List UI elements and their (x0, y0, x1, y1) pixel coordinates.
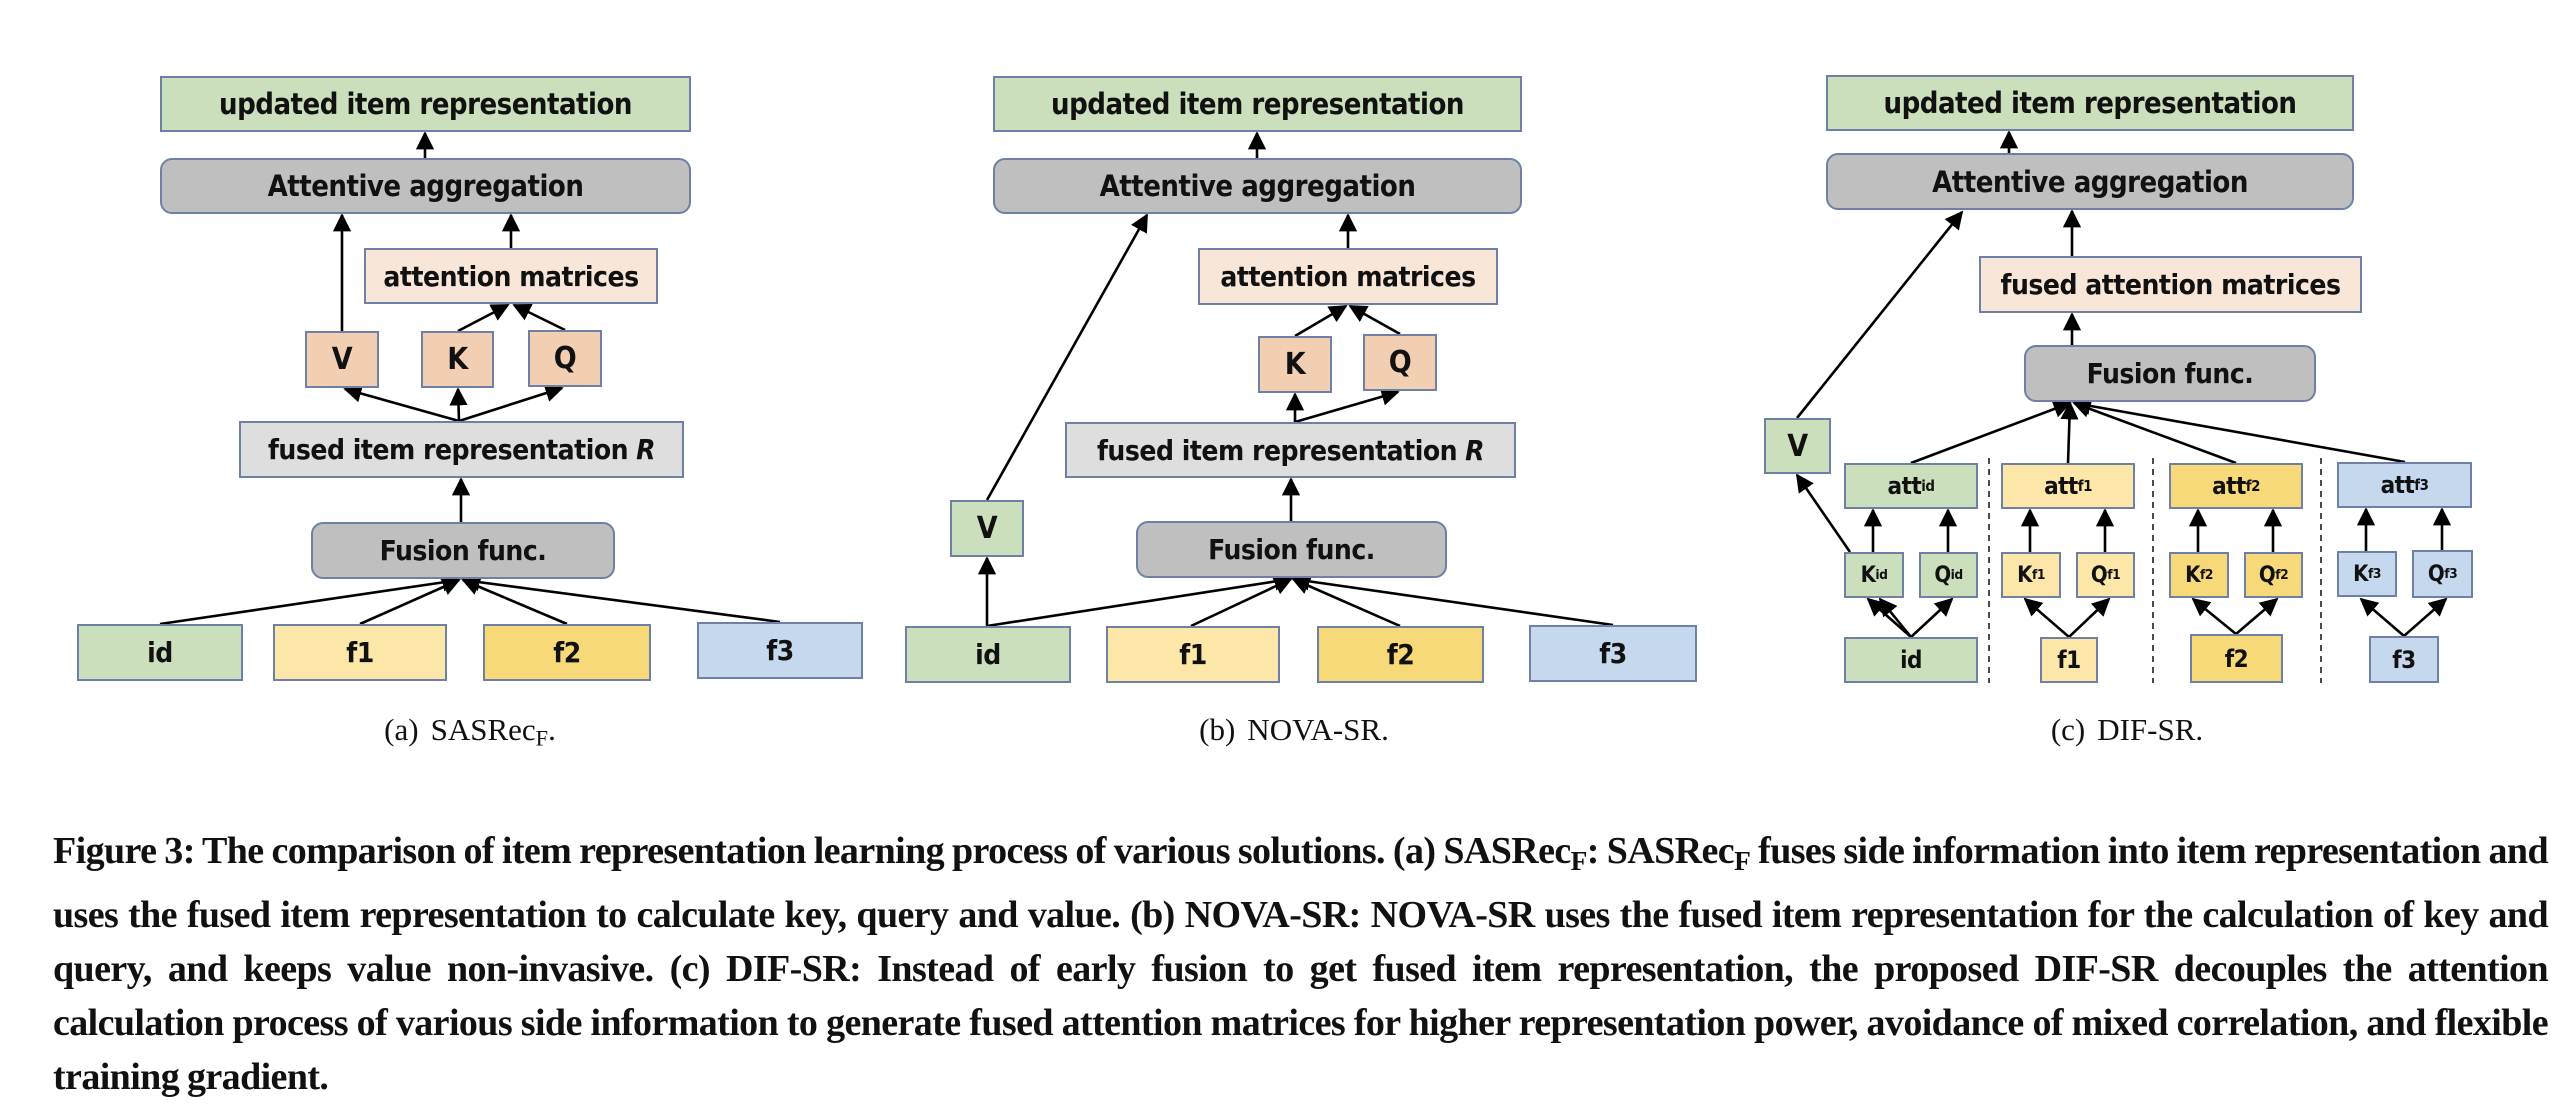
a-arrow-r-to-q (458, 384, 564, 423)
a-arrow-f1-to-fusion (359, 578, 461, 626)
b-arrow-r-to-q (1294, 387, 1400, 424)
a-input-id: id (77, 624, 243, 681)
a-input-f3: f3 (697, 622, 863, 679)
a-input-f2: f2 (483, 624, 651, 681)
b-value-box: V (950, 500, 1024, 557)
a-arrow-id-to-fusion (159, 573, 461, 626)
c-arrow-v-to-attentive (1795, 210, 1964, 419)
c-input-id: id (1844, 637, 1978, 683)
c-input-f3: f3 (2369, 636, 2439, 683)
c-updated-item-representation: updated item representation (1826, 75, 2354, 131)
b-input-f1: f1 (1106, 626, 1280, 683)
c-arrow-id-to-q (1910, 597, 1954, 638)
a-arrow-f3-to-fusion (461, 573, 781, 624)
b-arrow-k-to-attention (1294, 304, 1348, 338)
a-input-f1: f1 (273, 624, 447, 681)
c-fused-attention-matrices: fused attention matrices (1979, 256, 2362, 313)
c-fusion-func: Fusion func. (2024, 345, 2316, 402)
a-arrow-r-to-k (449, 387, 468, 422)
b-subcaption: (b)NOVA-SR. (1199, 712, 1389, 747)
c-arrow-f2-to-q (2235, 597, 2279, 635)
c-arrow-f2-to-k (2191, 597, 2237, 636)
caption-c-text: (c) DIF-SR: Instead of early fusion to g… (53, 947, 2549, 1098)
a-fusion-func: Fusion func. (311, 522, 615, 579)
c-arrow-att-id-to-fusion (1910, 400, 2072, 465)
figure-caption: Figure 3: The comparison of item represe… (53, 824, 2549, 1104)
b-fusion-func: Fusion func. (1136, 521, 1447, 578)
c-attentive-aggregation: Attentive aggregation (1826, 153, 2354, 210)
a-key-box: K (421, 331, 494, 388)
caption-a-label: (a) SASRecF: SASRecF (1392, 830, 1751, 876)
a-attention-matrices: attention matrices (364, 248, 658, 304)
c-input-f2: f2 (2190, 634, 2283, 683)
c-input-f1: f1 (2040, 637, 2098, 683)
c-arrow-f1-to-k (2023, 597, 2070, 638)
c-arrow-f3-to-k (2359, 597, 2405, 637)
b-attention-matrices: attention matrices (1198, 248, 1498, 305)
c-arrow-id-to-k (1866, 597, 1912, 638)
b-input-f2: f2 (1317, 626, 1484, 683)
c-arrow-att-f2-to-fusion (2072, 400, 2237, 465)
b-arrow-q-to-attention (1348, 304, 1401, 336)
c-arrow-att-f3-to-fusion (2072, 396, 2406, 464)
c-arrow-att-f1-to-fusion (2060, 401, 2079, 464)
b-input-id: id (905, 626, 1071, 683)
a-arrow-r-to-v (343, 384, 460, 423)
figure-label: Figure 3: (53, 830, 195, 872)
c-value-box: V (1764, 418, 1831, 474)
a-arrow-k-to-attention (457, 303, 510, 333)
a-attentive-aggregation: Attentive aggregation (160, 158, 691, 214)
a-value-box: V (305, 331, 379, 388)
b-input-f3: f3 (1529, 625, 1697, 682)
b-arrow-v-to-attentive (985, 213, 1149, 501)
caption-b-text: (b) NOVA-SR: NOVA-SR uses the fused item… (53, 893, 2549, 990)
a-subcaption: (a)SASRecF. (384, 712, 556, 751)
a-updated-item-representation: updated item representation (160, 76, 691, 132)
c-arrow-f1-to-q (2068, 597, 2111, 638)
b-key-box: K (1258, 336, 1332, 393)
c-arrow-id-to-k-extra (1878, 597, 1913, 638)
a-query-box: Q (528, 330, 602, 387)
c-arrow-f3-to-q (2403, 597, 2448, 637)
a-arrow-q-to-attention (512, 303, 566, 332)
b-arrow-id-to-fusion (986, 572, 1293, 628)
b-updated-item-representation: updated item representation (993, 76, 1522, 132)
b-attentive-aggregation: Attentive aggregation (993, 158, 1522, 214)
caption-intro: The comparison of item representation le… (194, 830, 1393, 872)
b-arrow-f1-to-fusion (1190, 577, 1293, 628)
b-arrow-f3-to-fusion (1291, 572, 1614, 627)
c-subcaption: (c)DIF-SR. (2050, 712, 2204, 747)
arrow-layer (159, 130, 2452, 683)
b-query-box: Q (1363, 334, 1437, 391)
figure-panels: updated item representation Attentive ag… (77, 75, 2473, 751)
b-arrow-f2-to-fusion (1291, 577, 1401, 628)
c-arrow-kid-to-v (1795, 473, 1852, 553)
caption-a-text: fuses side information into item represe… (53, 830, 2549, 936)
